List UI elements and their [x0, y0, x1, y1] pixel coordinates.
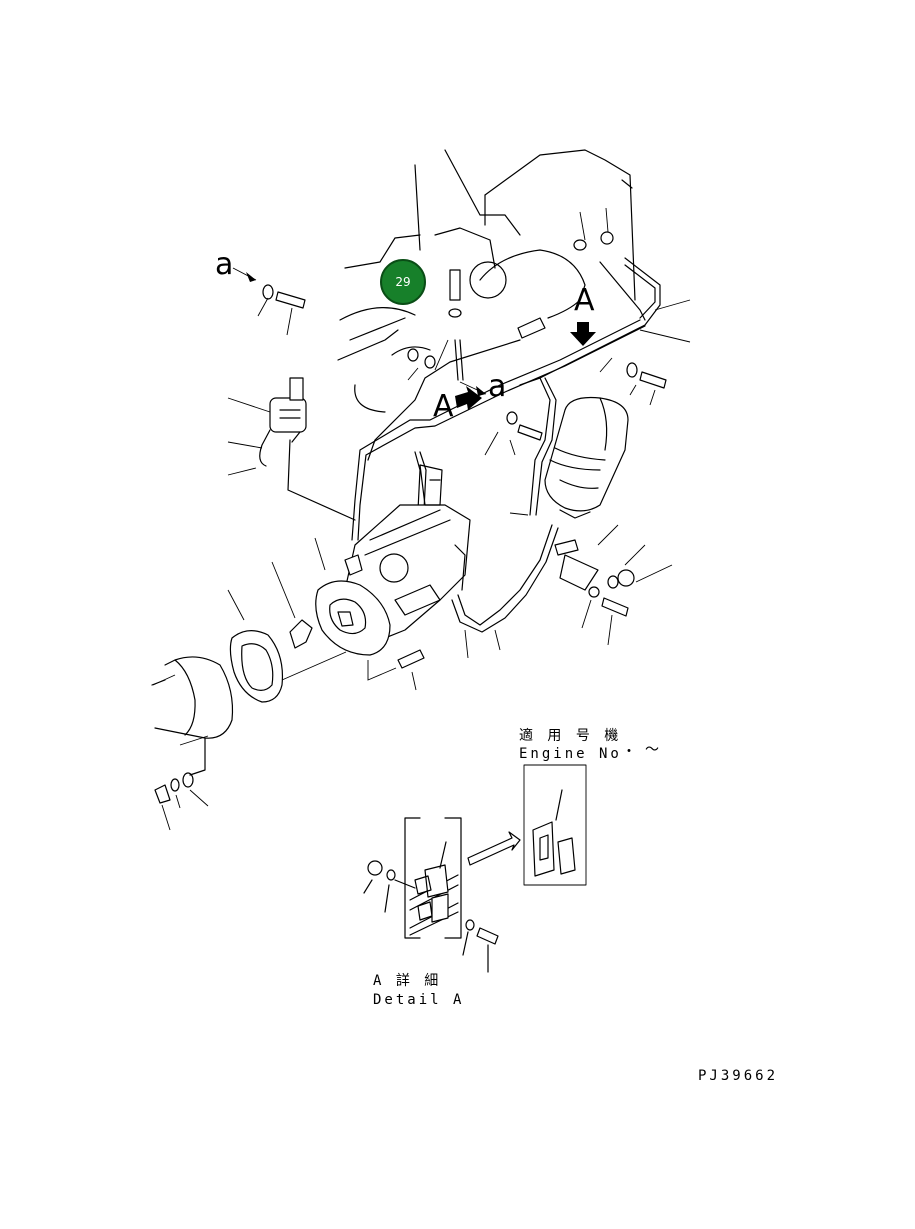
- fuel-filter: [544, 396, 629, 519]
- fuel-lines: [351, 257, 661, 633]
- detail-a: [363, 817, 521, 973]
- drive-flange: [315, 580, 391, 656]
- coupling-gasket: [151, 619, 313, 776]
- part-callout-29[interactable]: 29: [380, 259, 426, 305]
- applicable-en: Engine No: [519, 746, 622, 762]
- applicable-jp: 適 用 号 機: [519, 728, 622, 744]
- view-arrows: [232, 267, 596, 410]
- applicable-range-b: ～: [645, 742, 662, 758]
- leader-lines: [152, 207, 691, 831]
- ref-label-a-1: a: [215, 247, 234, 282]
- engine-block: [337, 149, 636, 413]
- applicable-box: [523, 764, 587, 886]
- hardware-fasteners: [154, 231, 667, 804]
- detail-en: Detail A: [373, 992, 465, 1008]
- priming-pump: [259, 377, 356, 521]
- view-label-a-1: A: [574, 283, 595, 318]
- ref-label-a-2: a: [488, 369, 507, 404]
- detail-jp: A 詳 細: [373, 973, 442, 989]
- view-label-a-2: A: [433, 389, 454, 424]
- drawing-code: PJ39662: [698, 1068, 779, 1084]
- applicable-range-a: ・: [622, 744, 639, 760]
